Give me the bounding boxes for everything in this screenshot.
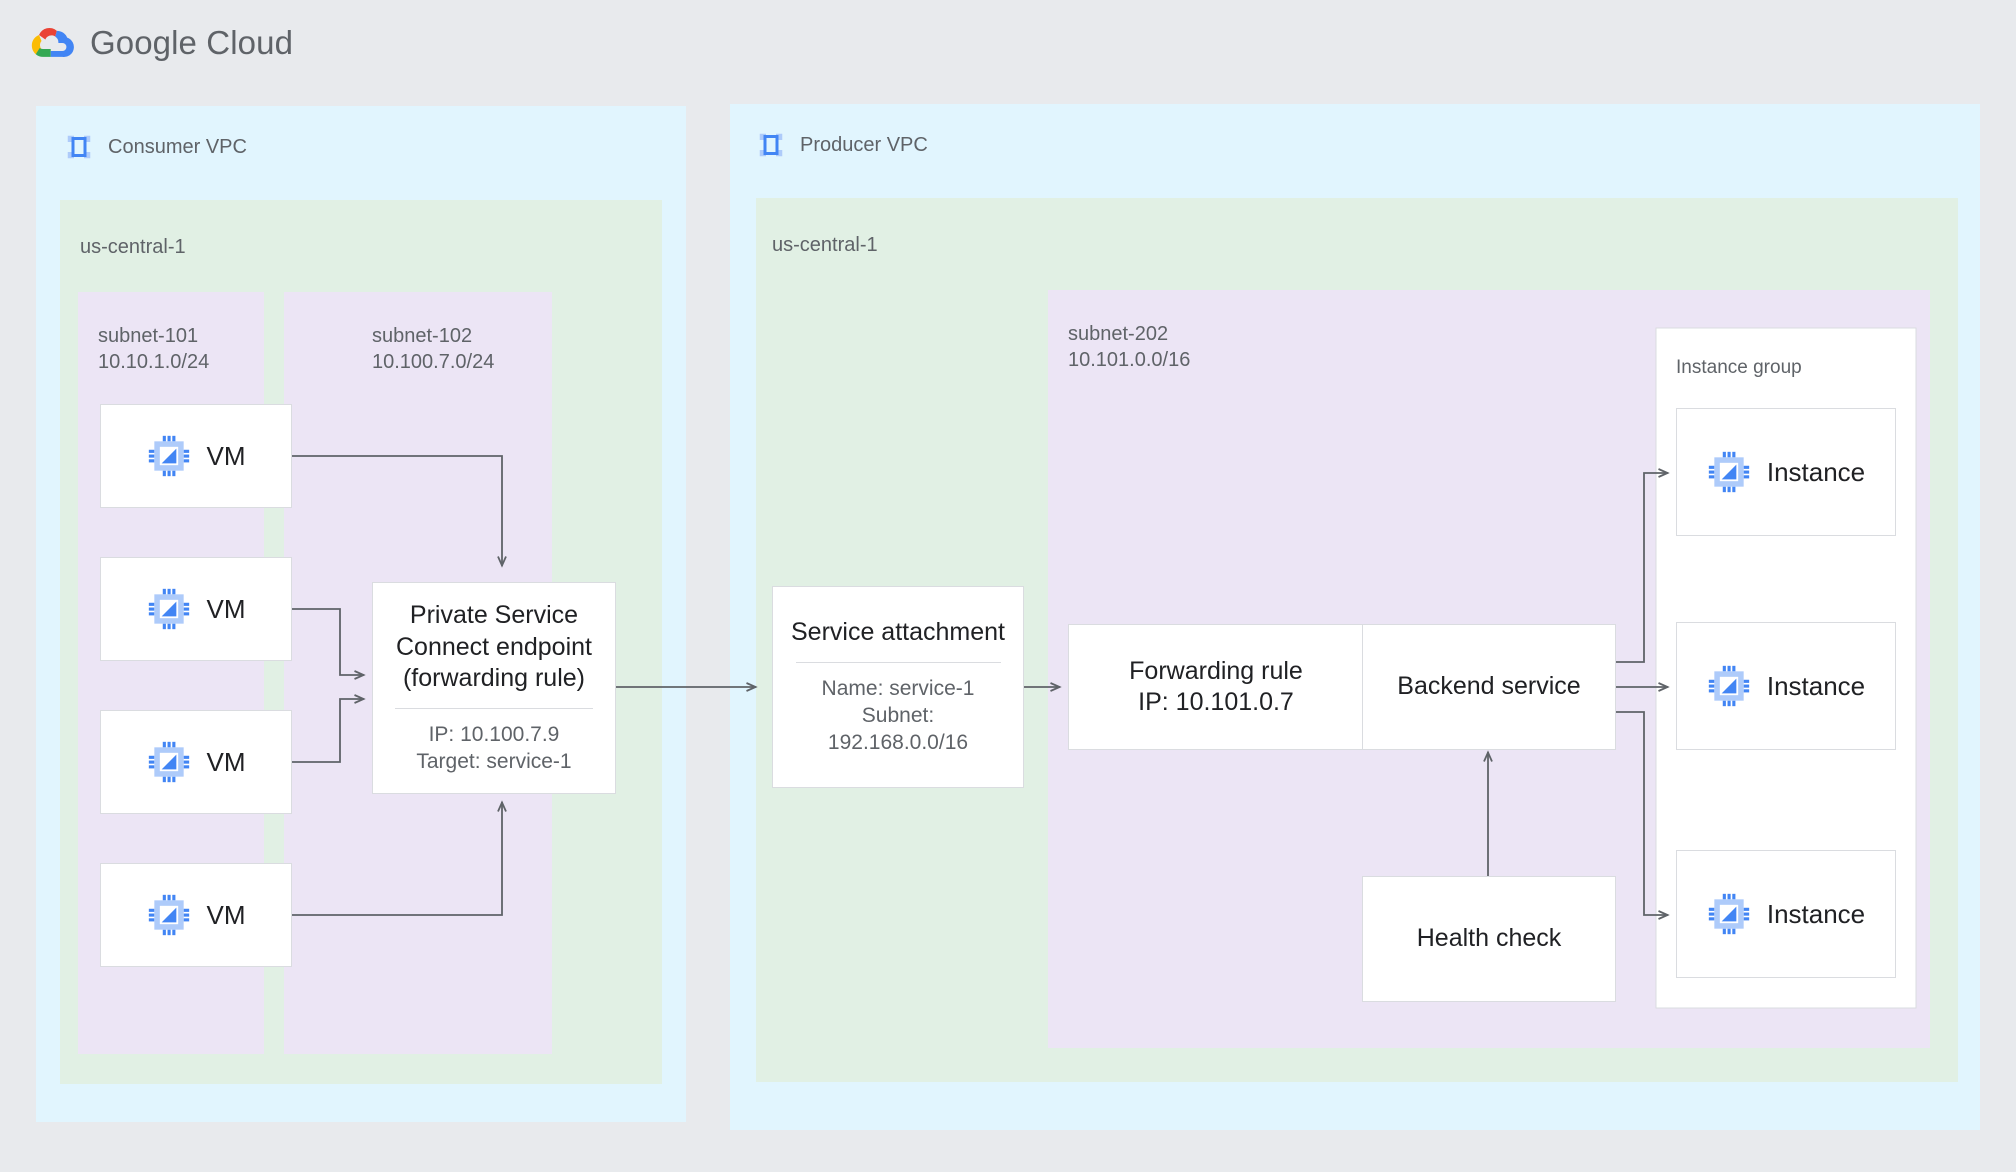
instance-node-2[interactable]: Instance	[1676, 622, 1896, 750]
service-attachment-divider	[795, 661, 1001, 663]
subnet-101-label: subnet-101	[98, 324, 198, 350]
producer-vpc-header: Producer VPC	[756, 130, 928, 160]
vpc-network-icon	[67, 135, 91, 159]
arrow-backend-service-to-instance-1	[1616, 473, 1668, 663]
instance-node-1[interactable]: Instance	[1676, 408, 1896, 536]
subnet-102-cidr: 10.100.7.0/24	[372, 351, 495, 373]
psc-endpoint-node[interactable]: Private Service Connect endpoint (forwar…	[372, 582, 616, 794]
arrow-vm3-to-psc	[292, 699, 364, 763]
arrow-vm2-to-psc	[292, 608, 364, 675]
instance-group-label: Instance group	[1676, 357, 1802, 378]
consumer-region-label: us-central-1	[80, 236, 186, 258]
brand-wordmark: Google Cloud	[90, 24, 293, 62]
vm-node-4-label: VM	[206, 899, 246, 930]
vpc-network-icon	[759, 133, 783, 157]
instance-node-1-label: Instance	[1766, 456, 1866, 487]
producer-region-label: us-central-1	[772, 234, 878, 256]
forwarding-rule-title: Forwarding rule IP: 10.101.0.7	[1129, 656, 1303, 717]
subnet-102-label: subnet-102	[372, 324, 472, 350]
arrow-vm1-to-psc	[292, 455, 502, 566]
subnet-102-name: subnet-102	[372, 325, 473, 347]
instance-node-3[interactable]: Instance	[1676, 850, 1896, 978]
subnet-202-label: subnet-202	[1068, 322, 1168, 348]
consumer-vpc-header: Consumer VPC	[64, 132, 247, 162]
vm-node-2[interactable]: VM	[100, 557, 292, 661]
brand-google: Google	[90, 24, 198, 61]
subnet-202-name: subnet-202	[1068, 323, 1169, 345]
vm-node-1-label: VM	[206, 440, 246, 471]
vm-node-3[interactable]: VM	[100, 710, 292, 814]
vm-node-4[interactable]: VM	[100, 863, 292, 967]
service-attachment-title: Service attachment	[791, 618, 1005, 647]
vm-chip-icon	[148, 894, 189, 936]
vm-node-2-label: VM	[206, 593, 246, 624]
instance-node-3-label: Instance	[1766, 898, 1866, 929]
health-check-title: Health check	[1416, 924, 1562, 953]
backend-service-node[interactable]: Backend service	[1362, 624, 1616, 750]
instance-node-2-label: Instance	[1766, 670, 1866, 701]
subnet-202-cidr: 10.101.0.0/16	[1068, 349, 1191, 371]
vm-chip-icon	[148, 741, 189, 783]
google-cloud-logo-icon	[31, 27, 74, 58]
subnet-101-name: subnet-101	[98, 325, 199, 347]
psc-endpoint-title: Private Service Connect endpoint (forwar…	[396, 601, 592, 693]
service-attachment-node[interactable]: Service attachment Name: service-1 Subne…	[772, 586, 1024, 788]
producer-vpc-label: Producer VPC	[800, 133, 928, 156]
instance-chip-icon	[1708, 451, 1750, 493]
vm-node-3-label: VM	[206, 746, 246, 777]
forwarding-rule-node[interactable]: Forwarding rule IP: 10.101.0.7	[1068, 624, 1364, 750]
vm-chip-icon	[148, 588, 189, 630]
vm-node-1[interactable]: VM	[100, 404, 292, 508]
brand-cloud: Cloud	[206, 24, 294, 61]
consumer-vpc-label: Consumer VPC	[108, 135, 247, 158]
psc-endpoint-divider	[394, 707, 594, 709]
arrow-backend-service-to-instance-3	[1616, 711, 1668, 915]
health-check-node[interactable]: Health check	[1362, 876, 1616, 1002]
psc-endpoint-details: IP: 10.100.7.9 Target: service-1	[416, 722, 572, 774]
instance-chip-icon	[1708, 893, 1750, 935]
vm-chip-icon	[148, 435, 189, 477]
subnet-101-cidr: 10.10.1.0/24	[98, 351, 210, 373]
service-attachment-details: Name: service-1 Subnet: 192.168.0.0/16	[821, 676, 975, 755]
backend-service-title: Backend service	[1397, 672, 1581, 701]
instance-chip-icon	[1708, 665, 1750, 707]
google-cloud-brand: Google Cloud	[28, 20, 293, 66]
arrow-vm4-to-psc	[292, 802, 502, 916]
